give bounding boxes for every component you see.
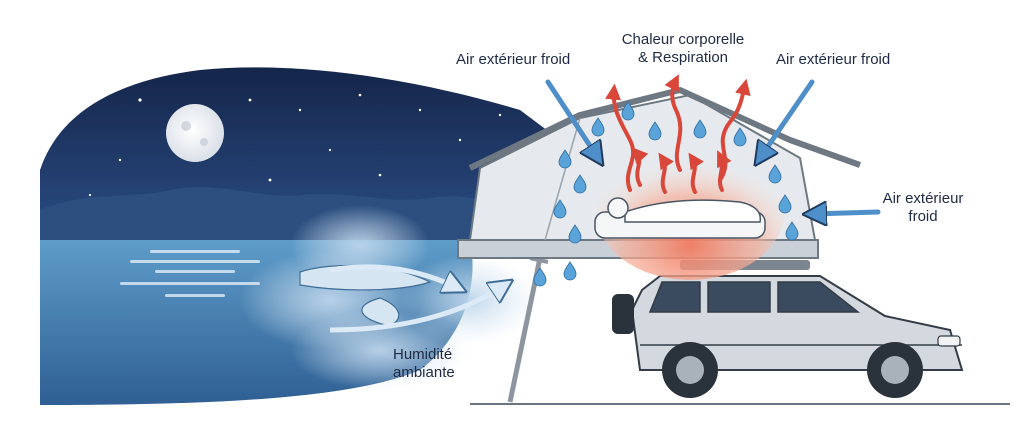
cold-arrow-icon: [812, 212, 881, 214]
heat-arrow-icon: [717, 150, 732, 192]
star-icon: [298, 108, 302, 112]
cold-air-label-right: Air extérieur froid: [776, 51, 891, 68]
water-drop-icon: [785, 221, 799, 241]
water-drop-icon: [553, 199, 567, 219]
star-icon: [328, 148, 332, 152]
cold-arrow-icon: [760, 79, 815, 158]
star-icon: [248, 98, 252, 102]
water-drop-icon: [693, 119, 707, 139]
ambient-humidity-mist: [240, 205, 540, 390]
water-drop-icon: [563, 261, 577, 281]
moon-reflection: [120, 250, 260, 297]
water-drop-icon: [778, 194, 792, 214]
humidity-arrow: [329, 285, 505, 333]
star-icon: [268, 178, 272, 182]
condensation-drops: [533, 101, 799, 287]
heat-arrow-icon: [664, 74, 683, 172]
sleeping-person-icon: [594, 197, 766, 239]
water-drop-icon: [733, 127, 747, 147]
star-icon: [358, 93, 362, 97]
water-drop-icon: [558, 149, 572, 169]
water-drop-icon: [573, 174, 587, 194]
star-icon: [118, 158, 122, 162]
tent-roof: [468, 87, 862, 171]
water-drop-icon: [591, 117, 605, 137]
heat-arrow-icon: [605, 83, 636, 192]
humidity-label: Humidité ambiante: [393, 346, 455, 381]
heat-arrow-icon: [631, 147, 649, 187]
water-drop-icon: [768, 164, 782, 184]
star-icon: [458, 138, 462, 142]
star-icon: [138, 98, 142, 102]
cold-air-label-side: Air extérieur froid: [882, 190, 964, 225]
star-icons: [88, 93, 502, 197]
heat-arrow-icon: [688, 152, 704, 194]
rooftop-tent: [457, 87, 862, 280]
star-icon: [498, 113, 502, 117]
heat-label: Chaleur corporelle & Respiration: [621, 31, 745, 66]
heat-arrows: [605, 74, 751, 194]
water-drop-icon: [621, 101, 635, 121]
cold-air-label-left: Air extérieur froid: [456, 51, 571, 68]
water-drop-icon: [648, 121, 662, 141]
water-drop-icon: [533, 267, 547, 287]
humidity-arrow: [329, 264, 458, 288]
cold-arrow-icon: [545, 79, 598, 158]
moon-icon: [166, 104, 224, 162]
water-drop-icon: [568, 224, 582, 244]
star-icon: [378, 173, 382, 177]
heat-arrow-icon: [658, 152, 674, 194]
car-icon: [612, 260, 964, 398]
star-icon: [88, 193, 92, 197]
star-icon: [418, 108, 422, 112]
cold-arrows: [545, 79, 881, 214]
